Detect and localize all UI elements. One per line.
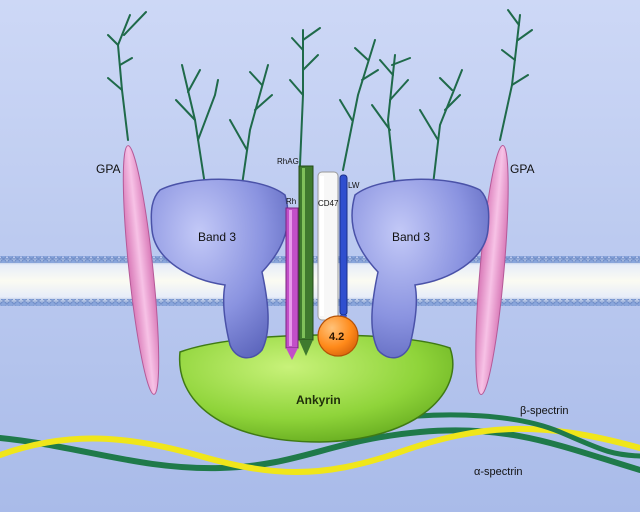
alpha-spectrin-strand — [0, 427, 640, 473]
gpa-left — [122, 145, 160, 395]
beta-spectrin-label: β-spectrin — [520, 405, 569, 417]
alpha-spectrin-label: α-spectrin — [474, 466, 523, 478]
lw-label: LW — [348, 181, 360, 190]
protein-4-2-label: 4.2 — [329, 331, 344, 343]
lw-protein — [339, 174, 348, 328]
beta-spectrin-strand — [0, 425, 640, 475]
rhag-protein — [298, 165, 314, 356]
protein-4-2 — [317, 315, 359, 357]
cd47-label: CD47 — [318, 199, 339, 208]
gpa-right-label: GPA — [510, 162, 534, 176]
cd47-protein — [317, 171, 339, 321]
gpa-right — [475, 144, 509, 396]
rh-label: Rh — [286, 197, 296, 206]
spectrin-strands — [0, 412, 640, 475]
gpa-left-label: GPA — [96, 162, 120, 176]
band3-left-label: Band 3 — [198, 230, 236, 244]
band3-right-label: Band 3 — [392, 230, 430, 244]
glycan-chains — [107, 9, 533, 186]
rhag-label: RhAG — [277, 157, 299, 166]
rh-protein — [285, 207, 299, 360]
ankyrin-label: Ankyrin — [296, 393, 341, 407]
band3-right — [351, 178, 490, 359]
band3-left — [150, 178, 289, 359]
